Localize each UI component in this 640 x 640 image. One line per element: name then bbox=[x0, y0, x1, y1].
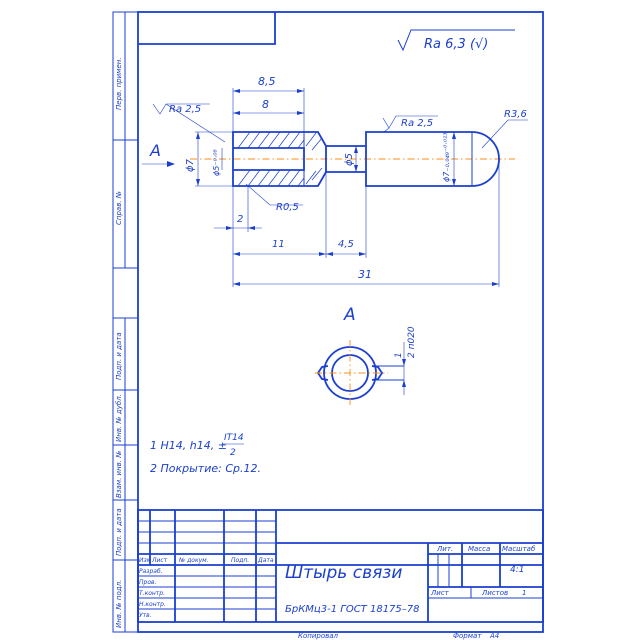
dimensions: 8,5 8 Ra 2,5 A ϕ7 ϕ5⁻⁰·⁰⁸ ϕ5 ϕ7₋₀.₀₄₉⁻⁰·… bbox=[142, 75, 528, 287]
tb-utv: Утв. bbox=[139, 612, 152, 619]
surface-finish-symbol: Ra 6,3 (√) bbox=[397, 29, 515, 52]
note-2: 2 Покрытие: Ср.12. bbox=[150, 462, 261, 475]
dim-r3-6: R3,6 bbox=[504, 109, 527, 120]
view-arrow-label: A bbox=[149, 141, 161, 160]
tb-data: Дата bbox=[257, 557, 274, 564]
dim-phi5-hole: ϕ5⁻⁰·⁰⁸ bbox=[212, 148, 221, 176]
tb-t-kontr: Т.контр. bbox=[139, 590, 165, 597]
sprav-no-label: Справ. № bbox=[115, 191, 123, 225]
inv-podl-label: Инв. № подл. bbox=[115, 580, 123, 628]
tb-list: Лист bbox=[151, 557, 168, 564]
ra-right: Ra 2,5 bbox=[401, 118, 433, 129]
tb-izm: Изм bbox=[139, 557, 152, 564]
podp-data-label-1: Подп. и дата bbox=[115, 332, 123, 380]
dim-phi7: ϕ7 bbox=[185, 158, 196, 172]
inner-frame bbox=[137, 11, 544, 633]
technical-notes: 1 H14, h14, ± IT14 2 2 Покрытие: Ср.12. bbox=[150, 433, 261, 475]
note-1-frac-bot: 2 bbox=[230, 448, 236, 458]
dim-8: 8 bbox=[262, 98, 269, 111]
format-label: Формат bbox=[453, 632, 482, 640]
title-block: Изм Лист № докум. Подп. Дата Разраб. Про… bbox=[137, 509, 544, 623]
tb-scale: 4:1 bbox=[510, 565, 524, 575]
dim-1: 1 bbox=[394, 352, 404, 358]
side-column: Перв. примен. Справ. № Подп. и дата Инв.… bbox=[113, 12, 138, 633]
vzam-inv-label: Взам. инв. № bbox=[115, 450, 123, 498]
dim-11: 11 bbox=[272, 239, 285, 250]
part-name: Штырь связи bbox=[285, 563, 402, 583]
tb-podp: Подп. bbox=[231, 557, 249, 564]
perv-primen-label: Перв. примен. bbox=[115, 57, 123, 110]
dim-phi7-shaft: ϕ7₋₀.₀₄₉⁻⁰·⁰¹³ bbox=[442, 132, 451, 182]
inv-dubl-label: Инв. № дубл. bbox=[115, 394, 123, 442]
tb-massa: Масса bbox=[468, 545, 490, 553]
tb-razrab: Разраб. bbox=[139, 568, 163, 575]
dim-r0-5: R0,5 bbox=[276, 202, 299, 213]
tb-n-kontr: Н.контр. bbox=[139, 601, 166, 608]
dim-31: 31 bbox=[358, 268, 372, 281]
copied-label: Копировал bbox=[298, 632, 339, 640]
view-a: A 1 2 п020 bbox=[315, 305, 417, 405]
format-value: А4 bbox=[489, 632, 499, 640]
surface-finish-text: Ra 6,3 (√) bbox=[424, 37, 488, 52]
view-a-label: A bbox=[343, 305, 356, 325]
tb-prov: Пров. bbox=[139, 579, 157, 586]
tb-masshtab: Масштаб bbox=[502, 545, 536, 553]
podp-data-label-2: Подп. и дата bbox=[115, 508, 123, 556]
ra-left: Ra 2,5 bbox=[169, 104, 201, 115]
dim-phi5: ϕ5 bbox=[344, 153, 355, 166]
note-1-frac-top: IT14 bbox=[224, 433, 244, 443]
tb-list-label: Лист bbox=[430, 589, 450, 597]
tb-doc-no: № докум. bbox=[178, 557, 209, 564]
tb-lit: Лит. bbox=[436, 545, 453, 553]
dim-2: 2 bbox=[237, 214, 243, 225]
tb-listov-value: 1 bbox=[522, 589, 526, 597]
top-left-field bbox=[138, 12, 276, 45]
part-material: БрКМц3-1 ГОСТ 18175–78 bbox=[285, 604, 420, 615]
dim-4-5: 4,5 bbox=[338, 239, 354, 250]
tb-listov: Листов bbox=[481, 589, 508, 597]
dim-8-5: 8,5 bbox=[258, 75, 276, 88]
dim-2-slot: 2 п020 bbox=[407, 326, 417, 358]
note-1: 1 H14, h14, ± bbox=[150, 439, 227, 452]
